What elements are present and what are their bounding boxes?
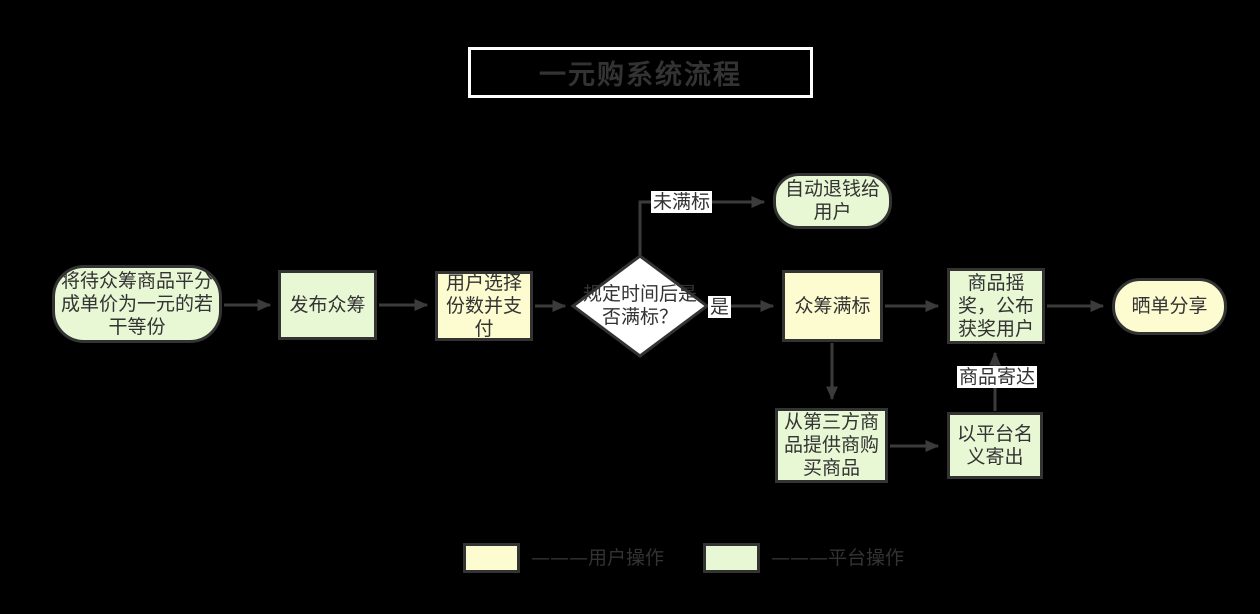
- edge-label-delivered: 商品寄达: [957, 366, 1038, 388]
- node-select-pay: 用户选择 份数并支 付: [435, 271, 533, 341]
- legend-platform-label: ———平台操作: [771, 547, 905, 569]
- node-decision-label: 规定时间后是 否满标？: [582, 283, 697, 328]
- node-share: 晒单分享: [1112, 278, 1227, 335]
- node-full: 众筹满标: [782, 270, 883, 342]
- node-send: 以平台名 义寄出: [947, 412, 1043, 479]
- edge-label-yes: 是: [708, 296, 732, 318]
- legend-user-label: ———用户操作: [531, 547, 665, 569]
- edge-decision-refund: [638, 196, 766, 255]
- node-buy: 从第三方商 品提供商购 买商品: [775, 408, 888, 483]
- node-start: 将待众筹商品平分 成单价为一元的若 干等份: [52, 265, 222, 343]
- node-lottery: 商品摇 奖，公布 获奖用户: [947, 268, 1045, 344]
- edge-label-not-full: 未满标: [651, 191, 713, 213]
- legend-user-swatch: [463, 543, 520, 573]
- node-refund: 自动退钱给 用户: [773, 173, 892, 229]
- legend-platform-swatch: [703, 543, 760, 573]
- decision-diamond-shape: [570, 254, 710, 358]
- page-title: 一元购系统流程: [468, 47, 813, 98]
- node-publish: 发布众筹: [278, 270, 377, 340]
